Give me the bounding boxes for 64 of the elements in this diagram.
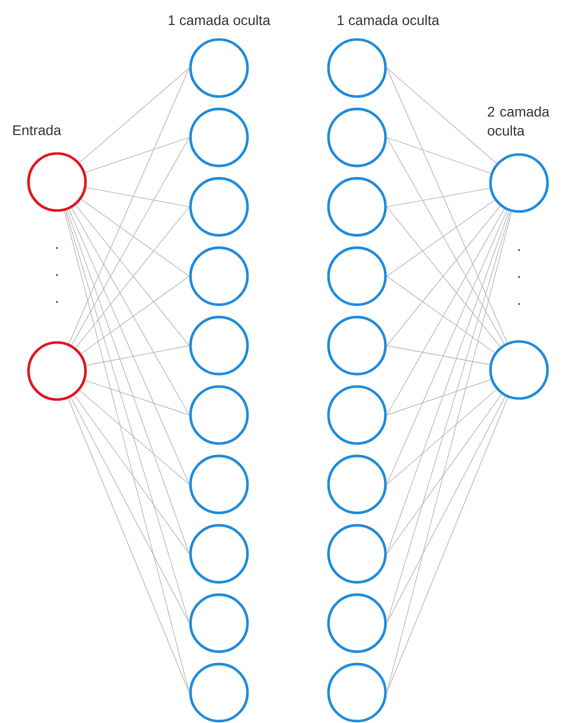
connection-line (84, 380, 190, 416)
neuron-circle (189, 316, 249, 376)
layer-label: Entrada (13, 124, 62, 136)
neuron-circle (327, 454, 387, 514)
connection-line (386, 200, 495, 277)
connection-line (68, 68, 190, 344)
connection-line (386, 379, 492, 416)
neuron-circle (489, 340, 549, 400)
neuron-circle (27, 152, 87, 212)
neuron-circle (189, 454, 249, 514)
connection-line (71, 137, 190, 346)
neuron-circle (189, 177, 249, 237)
neuron-circle (327, 108, 387, 168)
connection-line (386, 210, 510, 554)
connection-line (386, 211, 511, 624)
connection-line (386, 188, 490, 208)
connection-line (86, 187, 190, 208)
neuron-circle (327, 177, 387, 237)
connection-line (386, 276, 496, 354)
connection-line (68, 398, 190, 693)
connection-line (386, 210, 508, 485)
connection-line (68, 208, 190, 485)
neuron-circle (489, 153, 549, 213)
neuron-circle (327, 246, 387, 306)
connection-line (386, 394, 502, 554)
connection-line (84, 137, 190, 173)
connection-line (386, 208, 505, 416)
connection-line (386, 68, 497, 164)
connection-line (386, 137, 492, 174)
connection-line (64, 210, 190, 693)
connection-line (386, 396, 506, 624)
neuron-circle (189, 662, 249, 722)
neuron-circle (327, 593, 387, 653)
connection-line (386, 68, 508, 344)
connection-line (386, 345, 490, 365)
neuron-circle (327, 524, 387, 584)
connection-line (70, 397, 190, 624)
neuron-circle (327, 662, 387, 722)
layer-label: 1 camada oculta (338, 14, 440, 26)
connection-line (65, 210, 190, 624)
neuron-circle (189, 593, 249, 653)
connection-line (74, 394, 190, 554)
connection-line (86, 345, 190, 366)
neuron-circle (27, 341, 87, 401)
connection-line (386, 137, 505, 344)
connection-line (71, 208, 190, 416)
neuron-circle (327, 38, 387, 98)
layer-label: 2 camada oculta (488, 106, 550, 136)
layer-label: 1 camada oculta (168, 14, 270, 26)
neuron-circle (189, 38, 249, 98)
neuron-circle (189, 246, 249, 306)
connection-line (386, 397, 508, 693)
connection-line (386, 389, 497, 485)
connection-line (79, 68, 190, 163)
connection-line (386, 212, 512, 693)
neuron-circle (189, 385, 249, 445)
connection-line (79, 390, 190, 485)
neuron-circle (189, 108, 249, 168)
neuron-circle (189, 524, 249, 584)
connection-line (66, 210, 190, 554)
neuron-circle (327, 316, 387, 376)
connection-line (80, 198, 190, 277)
connection-line (80, 276, 190, 354)
neuron-circle (327, 385, 387, 445)
